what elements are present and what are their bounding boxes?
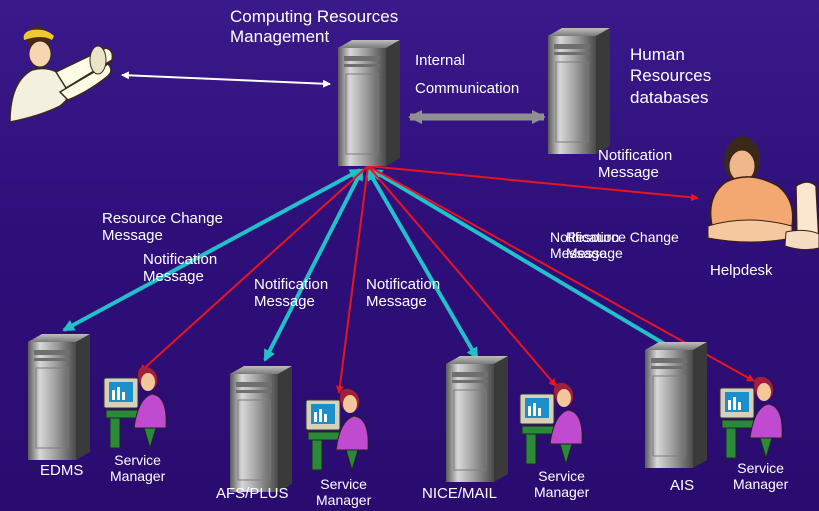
resource-arrow-afs [263, 168, 364, 362]
service-manager-nice-icon [519, 382, 583, 465]
resource-arrow-ais [370, 168, 680, 354]
edms-server-icon [27, 333, 91, 461]
central-server-icon [337, 39, 401, 167]
nice-notification-label: Notification Message [366, 276, 441, 311]
service-manager-ais-label: Service Manager [733, 460, 789, 493]
ais-server-icon [644, 341, 708, 469]
system-name-afs: AFS/PLUS [216, 485, 289, 502]
afs-notification-label: Notification Message [254, 276, 329, 311]
communication-label: Communication [415, 80, 520, 97]
woman-link-arrow [121, 71, 331, 88]
service-manager-ais-icon [719, 376, 783, 459]
helpdesk-label: Helpdesk [710, 262, 773, 279]
resource-change-label: Resource Change Message [102, 210, 223, 245]
service-manager-nice-label: Service Manager [534, 468, 590, 501]
nice-server-icon [445, 355, 509, 483]
internal-label: Internal [415, 52, 466, 69]
system-name-edms: EDMS [40, 462, 84, 479]
system-name-ais: AIS [670, 477, 695, 494]
service-manager-edms-icon [103, 366, 167, 449]
service-manager-edms-label: Service Manager [110, 452, 166, 485]
ais-resource-change-label: Resource Change Message [566, 229, 679, 262]
hr-database-server-icon [547, 27, 611, 155]
edms-notification-label: Notification Message [143, 251, 218, 286]
hr-databases-label: Human Resources databases [630, 45, 712, 107]
helpdesk-notification-label: Notification Message [598, 147, 673, 182]
notification-arrow-nice [367, 165, 557, 387]
notification-arrow-edms [139, 165, 369, 373]
notification-arrow-helpdesk [367, 165, 699, 202]
central-server-title: Computing Resources Management [230, 7, 399, 46]
afs-server-icon [229, 365, 293, 493]
ais-notification-label: Notification Message [550, 229, 620, 262]
system-name-nice: NICE/MAIL [422, 485, 498, 502]
helpdesk-person-icon [707, 136, 819, 251]
service-manager-afs-icon [305, 388, 369, 471]
notification-arrow-afs [335, 165, 369, 394]
service-manager-afs-label: Service Manager [316, 476, 372, 509]
user-with-document-icon [9, 26, 114, 123]
